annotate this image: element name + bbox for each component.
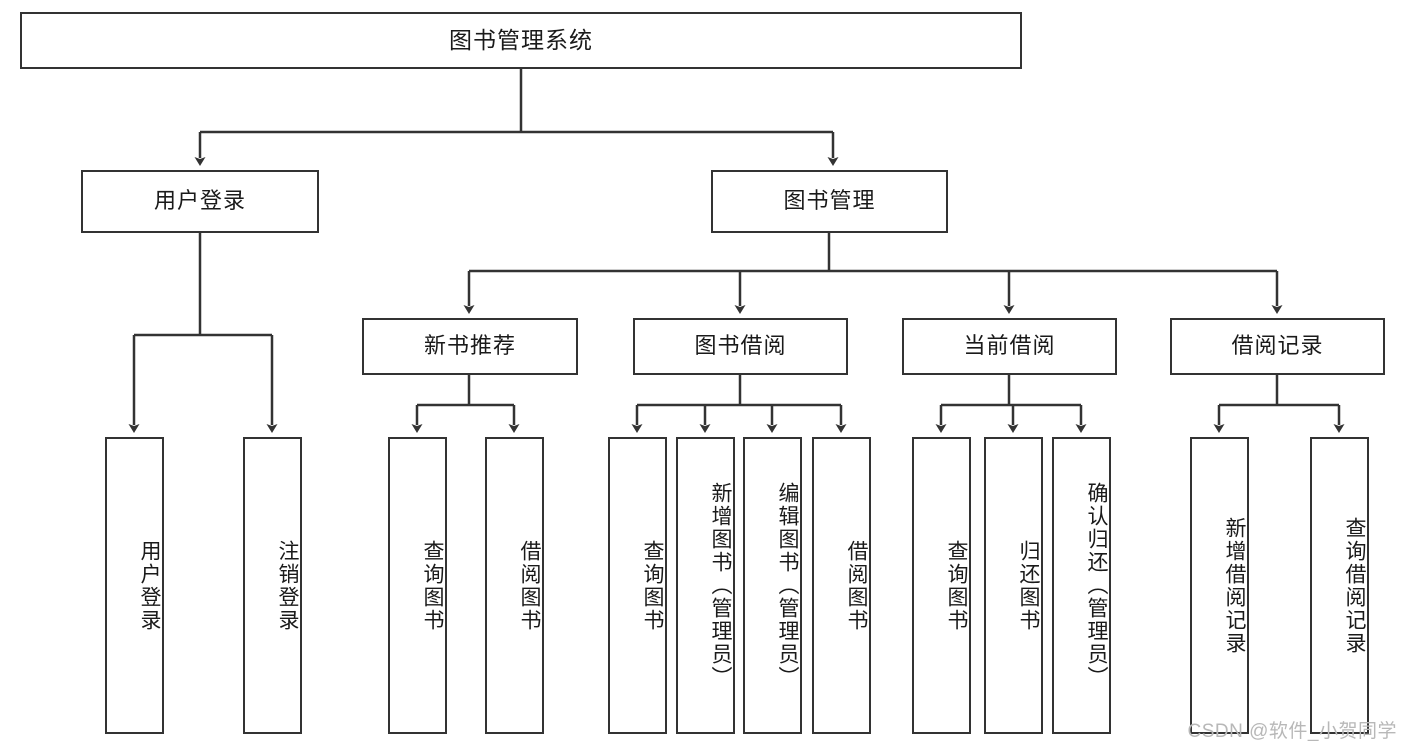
node-leaf-query-book-1[interactable]: 查询图书 [388, 437, 447, 734]
node-leaf-query-book-1-label: 查询图书 [421, 539, 444, 632]
node-book-management[interactable]: 图书管理 [711, 170, 948, 233]
node-leaf-edit-book[interactable]: 编辑图书（管理员） [743, 437, 802, 734]
node-leaf-logout-login[interactable]: 注销登录 [243, 437, 302, 734]
node-new-book-recommend[interactable]: 新书推荐 [362, 318, 578, 375]
node-book-management-label: 图书管理 [783, 188, 876, 214]
node-book-borrow-label: 图书借阅 [694, 333, 787, 359]
watermark-text: CSDN @软件_小贺同学 [1187, 721, 1397, 742]
node-current-borrow[interactable]: 当前借阅 [902, 318, 1117, 375]
node-leaf-query-borrow-record[interactable]: 查询借阅记录 [1310, 437, 1369, 734]
node-user-login[interactable]: 用户登录 [81, 170, 319, 233]
node-leaf-query-borrow-record-label: 查询借阅记录 [1343, 516, 1366, 655]
node-leaf-return-book-label: 归还图书 [1017, 539, 1040, 632]
node-root[interactable]: 图书管理系统 [20, 12, 1022, 69]
node-leaf-confirm-return-label: 确认归还（管理员） [1085, 482, 1108, 689]
node-leaf-borrow-book-2[interactable]: 借阅图书 [812, 437, 871, 734]
node-borrow-record-label: 借阅记录 [1231, 333, 1324, 359]
node-leaf-add-book[interactable]: 新增图书（管理员） [676, 437, 735, 734]
node-leaf-borrow-book-2-label: 借阅图书 [845, 539, 868, 632]
node-leaf-query-book-3-label: 查询图书 [945, 539, 968, 632]
node-leaf-borrow-book-1-label: 借阅图书 [518, 539, 541, 632]
node-root-label: 图书管理系统 [449, 26, 593, 53]
node-leaf-edit-book-label: 编辑图书（管理员） [776, 482, 799, 689]
node-leaf-query-book-3[interactable]: 查询图书 [912, 437, 971, 734]
node-leaf-query-book-2-label: 查询图书 [641, 539, 664, 632]
node-leaf-borrow-book-1[interactable]: 借阅图书 [485, 437, 544, 734]
node-leaf-user-login-label: 用户登录 [138, 539, 161, 632]
node-new-book-recommend-label: 新书推荐 [423, 333, 516, 359]
node-leaf-add-borrow-record-label: 新增借阅记录 [1223, 516, 1246, 655]
node-user-login-label: 用户登录 [153, 188, 246, 214]
node-book-borrow[interactable]: 图书借阅 [633, 318, 848, 375]
node-leaf-user-login[interactable]: 用户登录 [105, 437, 164, 734]
node-leaf-query-book-2[interactable]: 查询图书 [608, 437, 667, 734]
node-borrow-record[interactable]: 借阅记录 [1170, 318, 1385, 375]
node-leaf-add-book-label: 新增图书（管理员） [709, 482, 732, 689]
node-leaf-confirm-return[interactable]: 确认归还（管理员） [1052, 437, 1111, 734]
node-leaf-return-book[interactable]: 归还图书 [984, 437, 1043, 734]
node-current-borrow-label: 当前借阅 [963, 333, 1056, 359]
node-leaf-add-borrow-record[interactable]: 新增借阅记录 [1190, 437, 1249, 734]
node-leaf-logout-login-label: 注销登录 [276, 539, 299, 632]
